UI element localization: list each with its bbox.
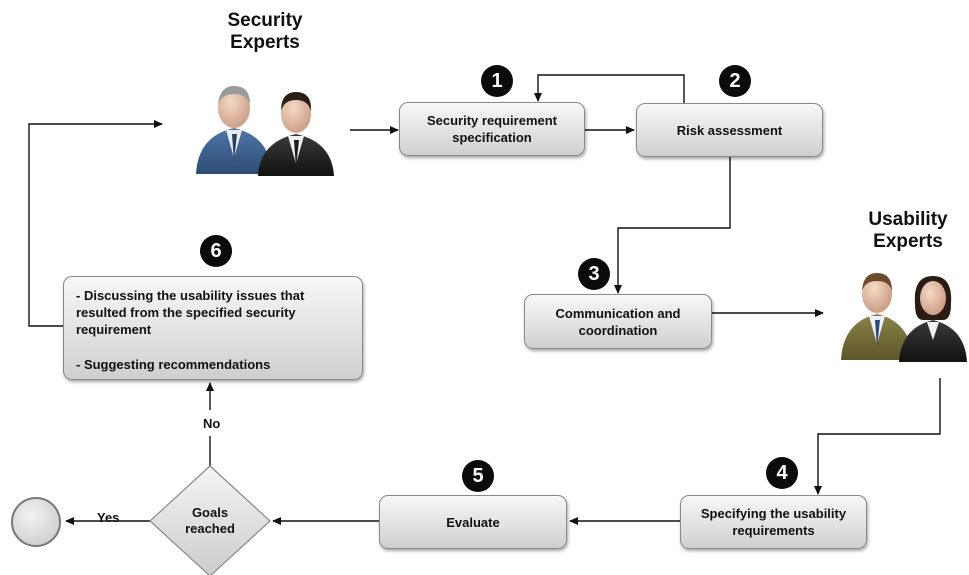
discussion-line: - Discussing the usability issues that r…	[76, 288, 305, 337]
evaluate-box[interactable]: Evaluate	[379, 495, 567, 549]
communication-and-coordination-label: Communication and coordination	[555, 305, 681, 338]
step-6-badge: 6	[200, 235, 232, 267]
specifying-usability-requirements-box[interactable]: Specifying the usability requirements	[680, 495, 867, 549]
no-label: No	[203, 416, 221, 431]
step-2-badge: 2	[719, 65, 751, 97]
security-requirement-specification-box[interactable]: Security requirement specification	[399, 102, 585, 156]
risk-assessment-box[interactable]: Risk assessment	[636, 103, 823, 157]
arrow-step6-loop	[28, 120, 163, 327]
evaluate-label: Evaluate	[446, 514, 500, 530]
step-3-badge: 3	[578, 258, 610, 290]
step-4-badge: 4	[766, 457, 798, 489]
step-5-badge: 5	[462, 460, 494, 492]
step-1-badge: 1	[481, 65, 513, 97]
arrow-step2-feedback	[534, 74, 685, 103]
decision-diamond	[149, 465, 271, 575]
communication-and-coordination-box[interactable]: Communication and coordination	[524, 294, 712, 349]
security-requirement-specification-label: Security requirement specification	[426, 113, 558, 145]
arrow-step2-to-step3	[614, 157, 731, 294]
two-businessmen-icon	[196, 86, 334, 176]
yes-label: Yes	[97, 510, 120, 525]
arrow-usability-to-step4	[814, 378, 941, 495]
businessman-businesswoman-icon	[841, 273, 967, 362]
usability-experts-heading: Usability Experts	[868, 209, 948, 252]
end-state-circle-icon	[11, 497, 61, 547]
recommendations-line: - Suggesting recommendations	[76, 357, 271, 372]
risk-assessment-label: Risk assessment	[676, 122, 783, 138]
security-experts-heading: Security Experts	[227, 10, 303, 53]
specifying-usability-requirements-label: Specifying the usability requirements	[700, 506, 847, 538]
discussion-recommendations-box[interactable]: - Discussing the usability issues that r…	[63, 276, 363, 380]
goals-reached-label: Goals reached	[185, 505, 235, 536]
